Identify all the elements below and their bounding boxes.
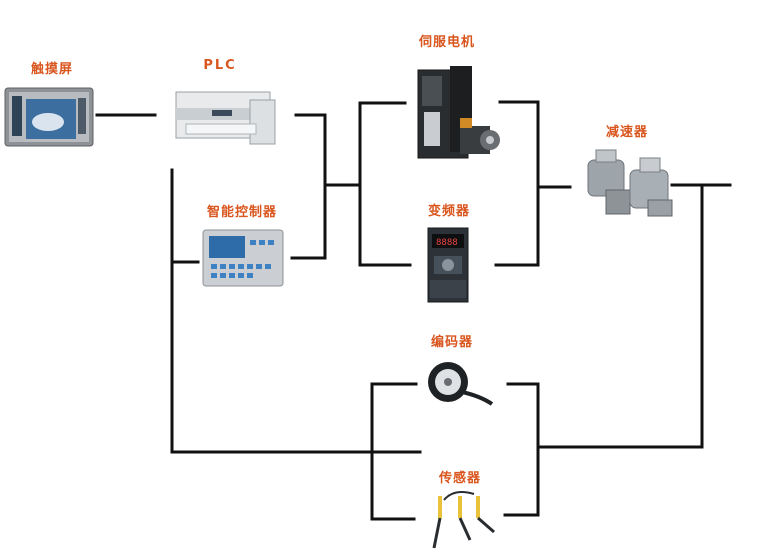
connector-lines: [95, 100, 732, 521]
encoder-icon: [428, 362, 494, 406]
line-controller-left-bus: [170, 168, 422, 454]
line-plc-out: [290, 113, 327, 260]
label-servo-motor: 伺服电机: [418, 35, 476, 50]
label-smart-controller: 智能控制器: [206, 205, 278, 220]
label-sensor: 传感器: [438, 471, 482, 486]
line-servo-out: [494, 100, 540, 267]
smart-controller-icon: [202, 229, 284, 287]
label-encoder: 编码器: [430, 335, 474, 350]
touchscreen-icon: [4, 87, 94, 147]
line-sensor-encoder-left: [370, 382, 416, 521]
inverter-icon: 8888: [427, 227, 469, 303]
sensor-icon: [432, 491, 495, 549]
label-reducer: 减速器: [605, 125, 649, 140]
servo-motor-icon: [417, 66, 500, 159]
label-touchscreen: 触摸屏: [30, 62, 74, 77]
line-feedback-right: [536, 183, 704, 449]
reducer-icon: [587, 149, 673, 217]
svg-text:8888: 8888: [436, 238, 458, 248]
line-drive-bus: [358, 101, 412, 267]
label-plc: PLC: [203, 58, 237, 73]
plc-icon: [175, 91, 276, 145]
label-inverter: 变频器: [427, 204, 471, 219]
